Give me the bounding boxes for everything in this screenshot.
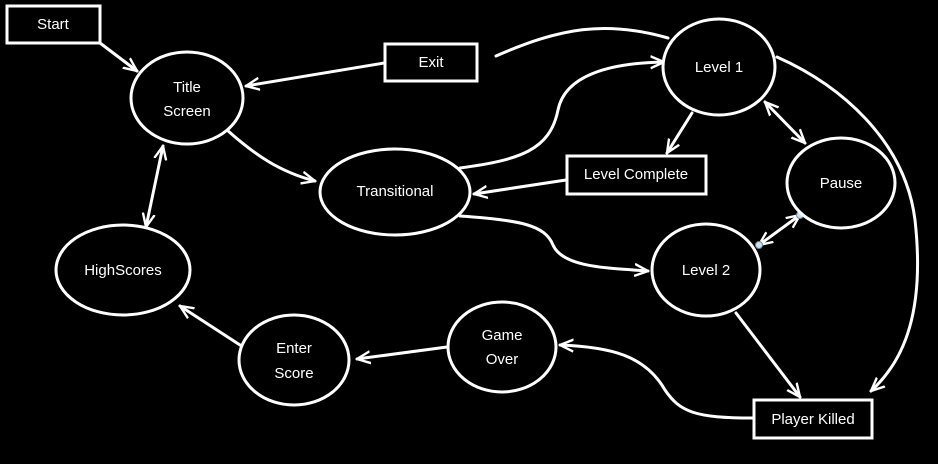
node-transitional: Transitional [318,147,472,237]
node-start: Start [5,4,102,45]
node-level-complete: Level Complete [565,154,708,196]
node-enter-score: Enter Score [237,313,351,407]
edge-start-to-title-screen [98,41,137,71]
edge-exit-to-title-screen [246,61,386,86]
node-start-label: Start [37,16,70,33]
node-level1: Level 1 [661,17,777,117]
node-title-screen-label-line1: Title [173,79,201,96]
node-player-killed: Player Killed [752,398,874,440]
edge-transitional-to-level1 [458,62,664,170]
node-title-screen-label-line2: Screen [163,103,211,120]
node-exit-label: Exit [418,54,444,71]
edge-title-screen-highscores [146,146,163,227]
node-highscores: HighScores [54,223,192,317]
node-enter-score-label-line1: Enter [276,340,312,357]
edge-level2-pause [759,215,800,245]
connector-handle [755,241,763,249]
edge-level1-to-level-complete [667,111,694,153]
node-pause-label: Pause [820,175,863,192]
edge-level1-pause [765,102,805,143]
edge-exit-to-level1 [494,26,670,58]
edge-level2-to-player-killed [734,311,800,397]
node-level1-label: Level 1 [695,59,743,76]
edges [98,26,919,420]
node-title-screen: Title Screen [129,50,245,146]
edge-level1-to-player-killed [775,55,919,391]
edge-enter-score-to-highscores [180,306,242,347]
node-player-killed-label: Player Killed [771,411,854,428]
node-game-over-label-line2: Over [486,351,519,368]
edge-transitional-to-level2 [458,214,648,271]
node-level2: Level 2 [650,222,762,318]
edge-title-screen-to-transitional [225,128,315,181]
node-pause: Pause [785,136,897,230]
edge-player-killed-to-game-over [560,345,755,420]
node-exit: Exit [383,42,479,83]
node-highscores-label: HighScores [84,262,162,279]
node-level-complete-label: Level Complete [584,166,688,183]
edge-level-complete-to-transitional [474,178,568,194]
node-enter-score-label-line2: Score [274,365,313,382]
node-level2-label: Level 2 [682,262,730,279]
node-game-over-label-line1: Game [482,327,523,344]
edge-game-over-to-enter-score [357,345,449,359]
node-transitional-label: Transitional [357,183,434,200]
node-game-over: Game Over [446,300,558,394]
